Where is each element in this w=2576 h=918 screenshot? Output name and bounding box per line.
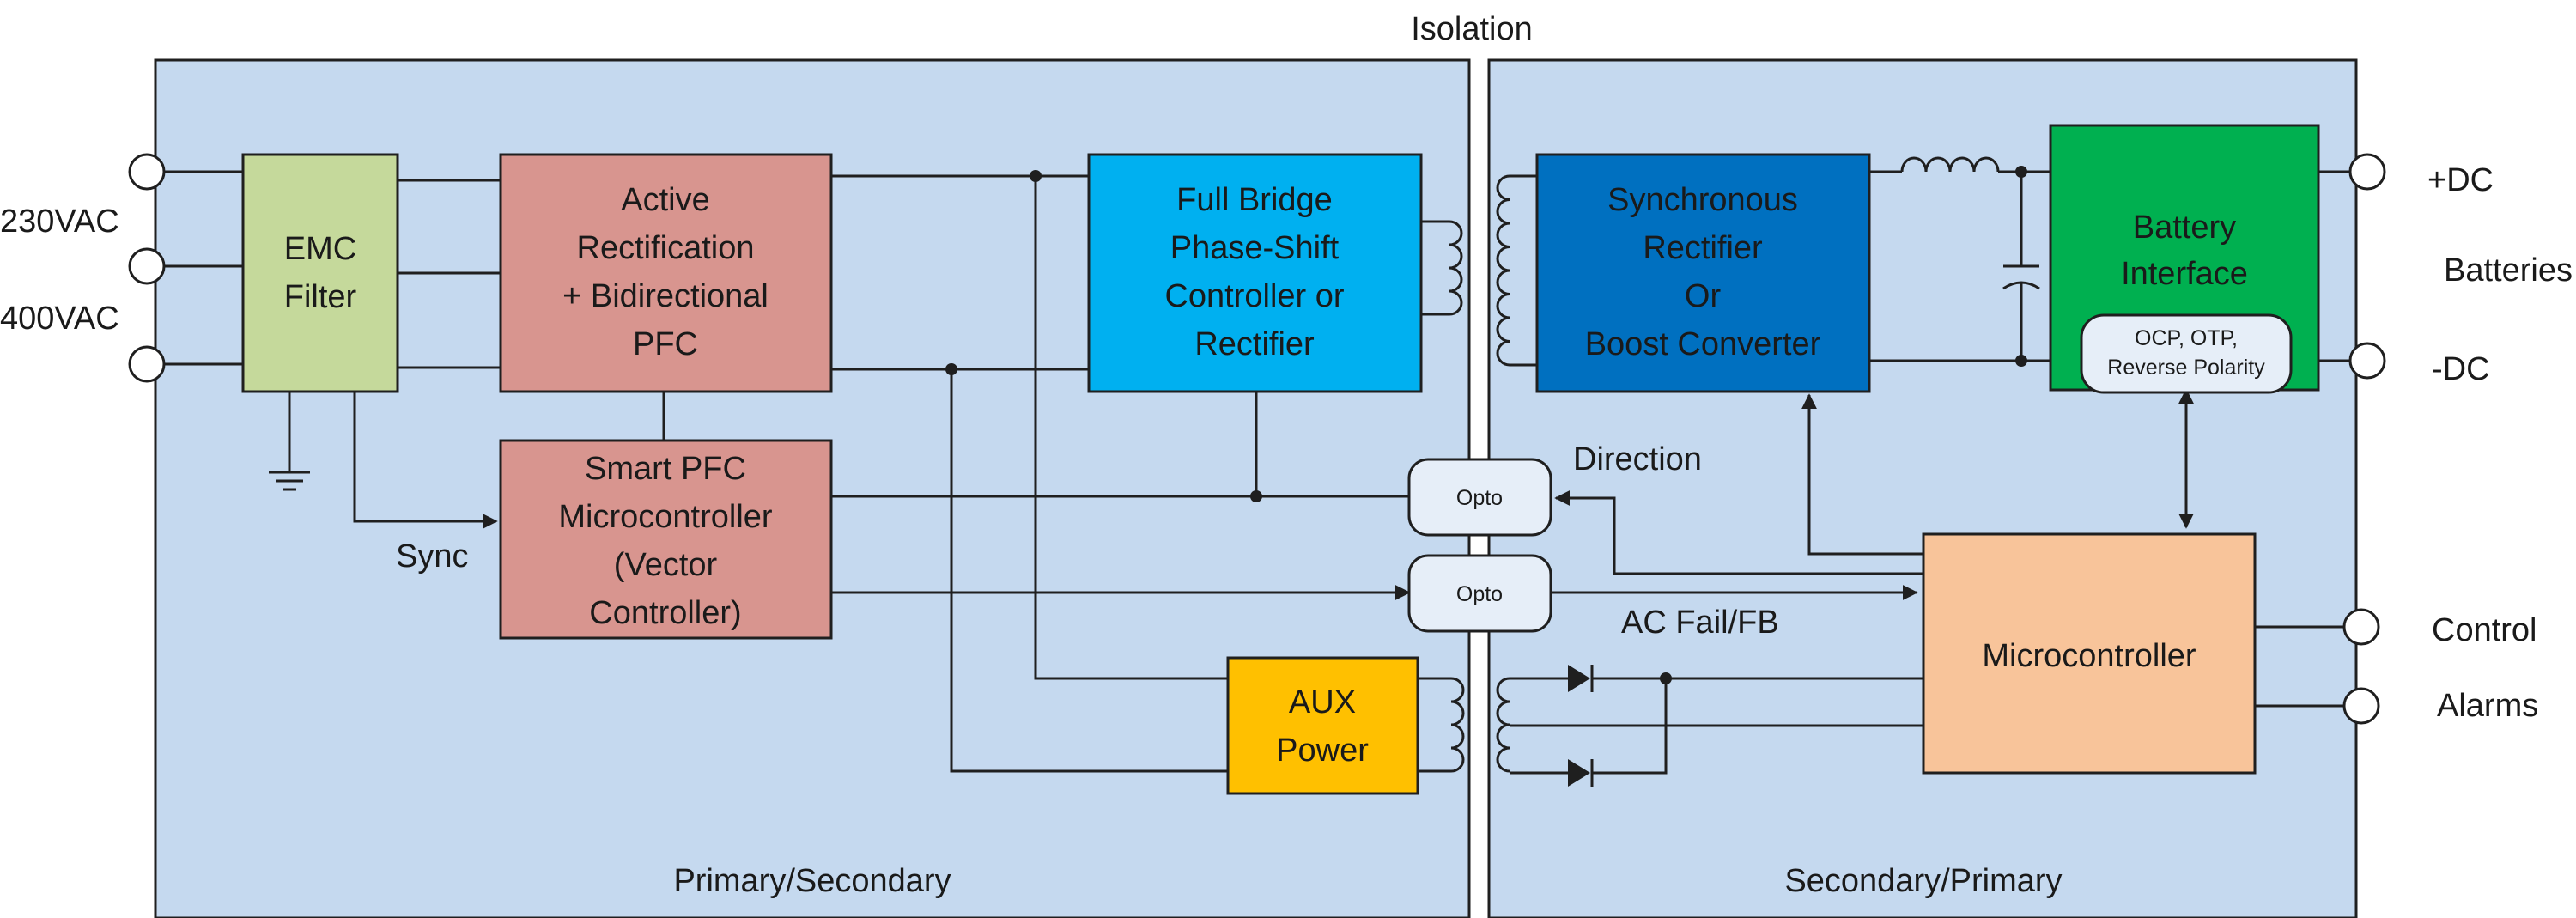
batteries-label: Batteries [2444,252,2573,289]
opto-bottom: Opto [1407,554,1552,633]
primary-region-label: Primary/Secondary [673,863,951,899]
svg-text:Microcontroller: Microcontroller [1982,638,2196,674]
ac-terminal-3 [128,345,166,383]
control-label: Control [2432,612,2537,648]
dc-bus-top-to-aux [1034,176,1228,680]
minus-dc-label: -DC [2432,351,2490,387]
dc-bus-bottom-to-aux [950,369,1228,773]
main-transformer-primary-coil [1449,220,1463,316]
isolation-label: Isolation [1411,11,1533,47]
microcontroller-block: Microcontroller [1922,532,2257,775]
plus-dc-label: +DC [2427,162,2494,198]
aux-diode-bottom [1568,759,1590,787]
svg-text:Opto: Opto [1456,582,1503,606]
svg-text:Opto: Opto [1456,486,1503,510]
ac-fail-fb-label: AC Fail/FB [1621,605,1779,641]
mcu-to-sync-rect [1801,393,1923,556]
protection-box: OCP, OTP,Reverse Polarity [2080,313,2293,394]
direction-label: Direction [1573,441,1702,477]
aux-diode-bottom-out [1592,678,1668,775]
ac-400-label: 400VAC [0,301,119,337]
minus-dc-terminal [2348,342,2386,380]
direction-line [1554,490,1923,575]
output-inductor [1900,156,2000,173]
ac-terminal-2 [128,247,166,285]
aux-diode-top [1568,665,1590,692]
alarms-label: Alarms [2437,688,2538,724]
opto-top: Opto [1407,458,1552,537]
main-transformer-secondary-coil [1496,174,1510,367]
sync-label: Sync [396,538,468,575]
alarms-terminal [2342,687,2380,725]
ac-terminal-1 [128,153,166,191]
svg-text:OCP, OTP,Reverse Polarity: OCP, OTP,Reverse Polarity [2107,326,2265,380]
sync-line [353,392,498,529]
aux-transformer-primary-coil [1450,677,1465,773]
ac-230-label: 230VAC [0,204,119,240]
fb-opto-node [1250,490,1262,502]
plus-dc-terminal [2348,153,2386,191]
secondary-region-label: Secondary/Primary [1784,863,2062,899]
control-terminal [2342,608,2380,646]
